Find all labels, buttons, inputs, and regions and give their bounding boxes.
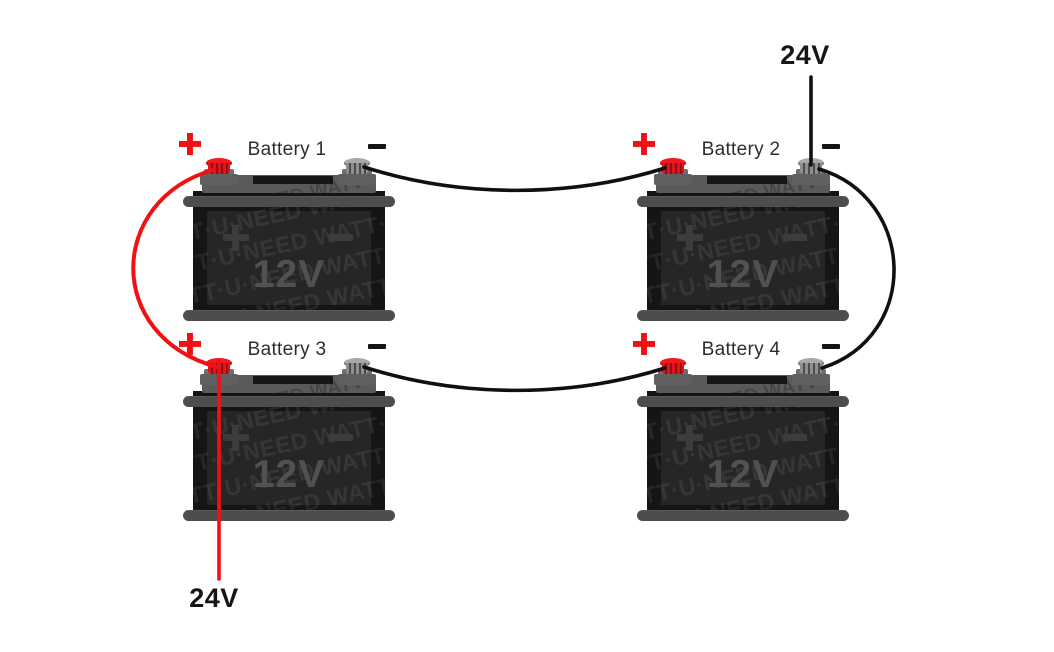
battery-top-inset bbox=[253, 176, 333, 184]
plus-icon bbox=[223, 425, 249, 451]
battery-4: Battery 4 WATT·U·NEED WATT·U·NEED WATT·U… bbox=[633, 333, 849, 521]
battery-rail bbox=[637, 310, 849, 321]
plus-icon bbox=[179, 133, 201, 155]
wire-series-battery3-battery4 bbox=[362, 365, 667, 393]
negative-terminal bbox=[797, 358, 825, 375]
battery-rail bbox=[183, 310, 395, 321]
battery-rail bbox=[183, 196, 395, 207]
battery-2: Battery 2 WATT·U·NEED WATT·U·NEED WATT·U… bbox=[633, 133, 849, 321]
plus-icon bbox=[633, 133, 655, 155]
plus-icon bbox=[677, 225, 703, 251]
battery-name: Battery 3 bbox=[247, 339, 327, 360]
battery-rail bbox=[637, 510, 849, 521]
minus-icon bbox=[368, 344, 386, 349]
positive-terminal bbox=[205, 358, 233, 375]
minus-icon bbox=[329, 434, 353, 441]
battery-body: WATT·U·NEED WATT·U·NEED WATT·U·NEED WATT… bbox=[647, 406, 839, 510]
battery-rail bbox=[637, 396, 849, 407]
plus-icon bbox=[677, 425, 703, 451]
positive-terminal bbox=[659, 358, 687, 375]
battery-1: Battery 1 WATT·U·NEED WATT·U·NEED WATT·U… bbox=[179, 133, 395, 321]
battery-name: Battery 4 bbox=[701, 339, 781, 360]
battery-body: WATT·U·NEED WATT·U·NEED WATT·U·NEED WATT… bbox=[193, 206, 385, 310]
battery-rail bbox=[183, 396, 395, 407]
battery-top-inset bbox=[707, 176, 787, 184]
minus-icon bbox=[329, 234, 353, 241]
output-voltage-top: 24V bbox=[780, 40, 830, 70]
battery-voltage: 12V bbox=[252, 253, 326, 296]
positive-terminal bbox=[659, 158, 687, 175]
plus-icon bbox=[179, 333, 201, 355]
negative-terminal bbox=[343, 358, 371, 375]
battery-name: Battery 2 bbox=[701, 139, 781, 160]
minus-icon bbox=[368, 144, 386, 149]
wire-series-battery1-battery2 bbox=[362, 165, 667, 193]
battery-voltage: 12V bbox=[252, 453, 326, 496]
battery-top-inset bbox=[707, 376, 787, 384]
positive-terminal bbox=[205, 158, 233, 175]
minus-icon bbox=[783, 434, 807, 441]
battery-rail bbox=[637, 196, 849, 207]
battery-top-cover: WATT·U·NEED WATT·U·NEED WATT·U·NEED WATT… bbox=[202, 375, 376, 393]
plus-icon bbox=[223, 225, 249, 251]
battery-rail bbox=[183, 510, 395, 521]
battery-top-inset bbox=[253, 376, 333, 384]
battery-name: Battery 1 bbox=[247, 139, 327, 160]
minus-icon bbox=[822, 344, 840, 349]
output-voltage-bottom: 24V bbox=[189, 583, 239, 613]
minus-icon bbox=[822, 144, 840, 149]
battery-voltage: 12V bbox=[706, 253, 780, 296]
negative-terminal bbox=[343, 158, 371, 175]
minus-icon bbox=[783, 234, 807, 241]
battery-top-cover: WATT·U·NEED WATT·U·NEED WATT·U·NEED WATT… bbox=[202, 175, 376, 193]
battery-body: WATT·U·NEED WATT·U·NEED WATT·U·NEED WATT… bbox=[647, 206, 839, 310]
negative-terminal bbox=[797, 158, 825, 175]
battery-top-cover: WATT·U·NEED WATT·U·NEED WATT·U·NEED WATT… bbox=[656, 375, 830, 393]
battery-3: Battery 3 WATT·U·NEED WATT·U·NEED WATT·U… bbox=[179, 333, 395, 521]
battery-top-cover: WATT·U·NEED WATT·U·NEED WATT·U·NEED WATT… bbox=[656, 175, 830, 193]
battery-voltage: 12V bbox=[706, 453, 780, 496]
plus-icon bbox=[633, 333, 655, 355]
battery-body: WATT·U·NEED WATT·U·NEED WATT·U·NEED WATT… bbox=[193, 406, 385, 510]
